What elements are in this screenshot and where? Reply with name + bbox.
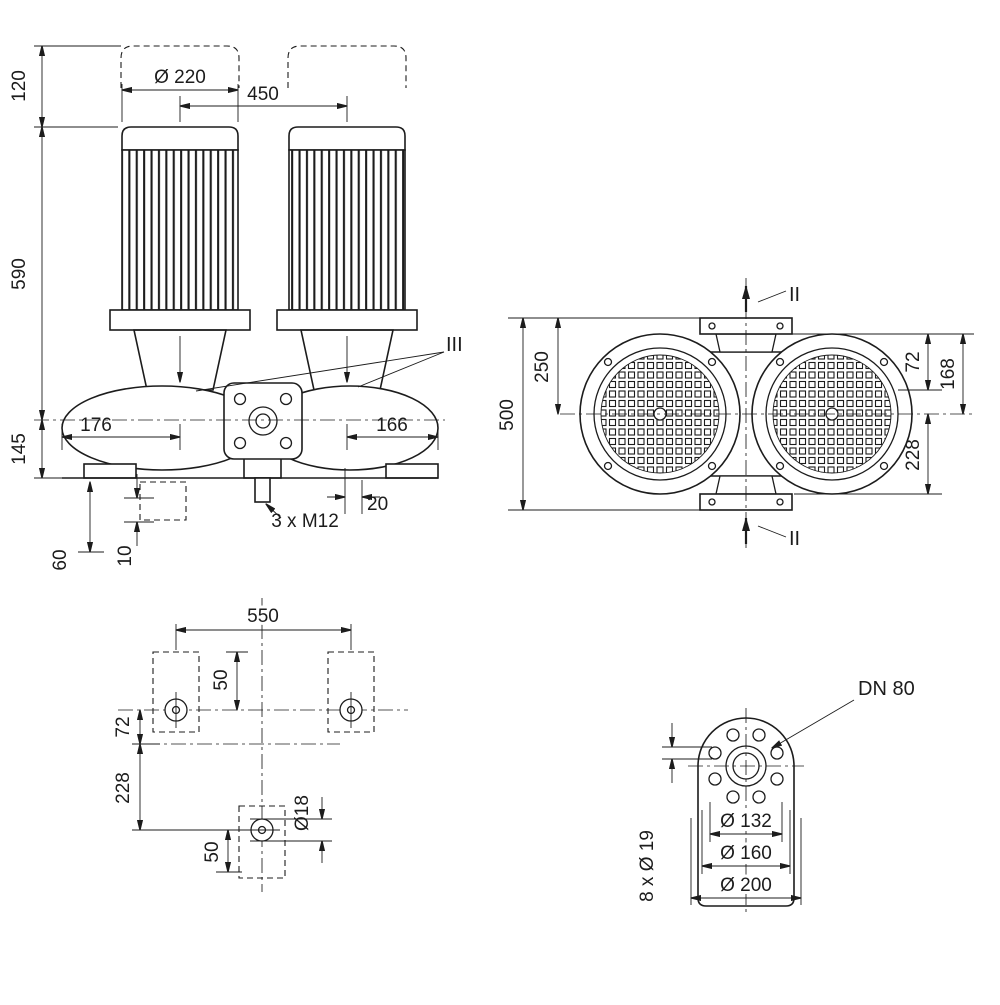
- section-leader-top: [757, 290, 787, 303]
- flange-bolt-dot: [708, 322, 716, 330]
- foot-outline-top-right: [327, 651, 375, 733]
- pump-foot-left: [83, 463, 137, 479]
- motor-right: [276, 126, 418, 391]
- cover-screw: [707, 357, 717, 367]
- cover-screw: [603, 461, 613, 471]
- flange-bore-inner: [255, 413, 271, 429]
- center-port-flange: [223, 382, 303, 460]
- flange-bolt-hole: [233, 392, 247, 406]
- flange-bolt-dot: [776, 322, 784, 330]
- dim-bolt-spacing-label: 550: [247, 606, 279, 627]
- dim-overall-label: 500: [497, 399, 518, 431]
- bolt-hole: [770, 746, 784, 760]
- cover-screw: [707, 461, 717, 471]
- anchor-leader-line: [266, 504, 282, 519]
- dim-168-label: 168: [938, 358, 959, 390]
- dim-base-depth-label: 60: [50, 549, 71, 570]
- dim-bolt-circle-label: Ø 160: [720, 843, 772, 864]
- section-mark-II-top: II: [789, 284, 800, 306]
- dim-hole-diameter-label: Ø18: [292, 795, 313, 831]
- dim-axis-to-right-label: 166: [376, 415, 408, 436]
- dim-motor-diameter-label: Ø 220: [154, 67, 206, 88]
- motor-removal-clearance-left: [120, 45, 240, 88]
- cover-screw: [775, 461, 785, 471]
- dim-clearance-label: 120: [9, 70, 30, 102]
- motor-lantern: [133, 329, 227, 391]
- top-view: 500 250 72 168 228 II II: [497, 278, 976, 550]
- section-leader-line: [195, 351, 445, 392]
- plan-dimension-lines: [132, 624, 351, 872]
- pump-casing-front: [61, 382, 439, 521]
- top-dimension-lines: [508, 318, 974, 510]
- foundation-bolt-top-left: [164, 692, 188, 728]
- bolt-hole: [726, 728, 740, 742]
- section-mark-III: III: [446, 334, 463, 356]
- plan-view: 550 50 72 228 50 Ø18: [113, 598, 408, 892]
- pump-foot-right: [385, 463, 439, 479]
- dim-axis-to-bolt-label: 228: [113, 772, 134, 804]
- dim-outer-diameter-label: Ø 200: [720, 875, 772, 896]
- dim-slot-label: 20: [367, 494, 388, 515]
- motor-flange: [276, 309, 418, 331]
- dim-motor-spacing-label: 450: [247, 84, 279, 105]
- front-dimension-lines: [34, 46, 445, 552]
- anchor-bolt-stub: [254, 477, 271, 503]
- dim-to-axis-label: 250: [532, 351, 553, 383]
- bolt-hole: [708, 772, 722, 786]
- section-mark-II-bottom: II: [789, 528, 800, 550]
- dim-bottom-offset-label: 50: [202, 841, 223, 862]
- bolt-hole: [708, 746, 722, 760]
- motor-fins: [121, 149, 239, 311]
- cover-screw: [775, 357, 785, 367]
- flange-bolt-dot: [708, 498, 716, 506]
- dim-to-axis-label: 72: [113, 716, 134, 737]
- section-leader-line: [357, 351, 445, 388]
- nominal-diameter-label: DN 80: [858, 678, 915, 700]
- bolt-hole: [770, 772, 784, 786]
- section-leader-bottom: [757, 525, 787, 538]
- front-view: Ø 220 450 120 590 145 176 166 60 10 20 3…: [9, 45, 463, 571]
- dim-grout-label: 10: [115, 545, 136, 566]
- flange-bolt-hole: [279, 436, 293, 450]
- cover-screw: [879, 357, 889, 367]
- dim-axis-to-base-label: 145: [9, 433, 30, 465]
- flange-bolt-hole: [233, 436, 247, 450]
- dn-leader-line: [772, 699, 855, 748]
- flange-dimension-lines: [662, 699, 855, 905]
- motor-cap: [121, 126, 239, 151]
- cover-screw: [879, 461, 889, 471]
- flange-view: DN 80 Ø 132 Ø 160 Ø 200 8 x Ø 19: [637, 678, 915, 912]
- dim-top-offset-label: 50: [211, 669, 232, 690]
- bolt-hole: [752, 728, 766, 742]
- dim-left-to-axis-label: 176: [80, 415, 112, 436]
- motor-flange: [109, 309, 251, 331]
- cover-screw: [603, 357, 613, 367]
- bolt-hole: [726, 790, 740, 804]
- foot-outline-top-left: [152, 651, 200, 733]
- motor-left: [109, 126, 251, 391]
- foundation-bolt-top-right: [339, 692, 363, 728]
- dim-72-label: 72: [903, 351, 924, 372]
- motor-fins: [288, 149, 406, 311]
- anchor-bolts-label: 3 x M12: [271, 511, 339, 532]
- flange-bolt-hole: [279, 392, 293, 406]
- dim-228-label: 228: [903, 439, 924, 471]
- dim-inner-diameter-label: Ø 132: [720, 811, 772, 832]
- bolt-holes-label: 8 x Ø 19: [637, 830, 658, 902]
- flange-bolt-dot: [776, 498, 784, 506]
- bolt-hole: [752, 790, 766, 804]
- motor-removal-clearance-right: [287, 45, 407, 88]
- foundation-outline: [139, 481, 187, 521]
- motor-cap: [288, 126, 406, 151]
- dim-height-label: 590: [9, 258, 30, 290]
